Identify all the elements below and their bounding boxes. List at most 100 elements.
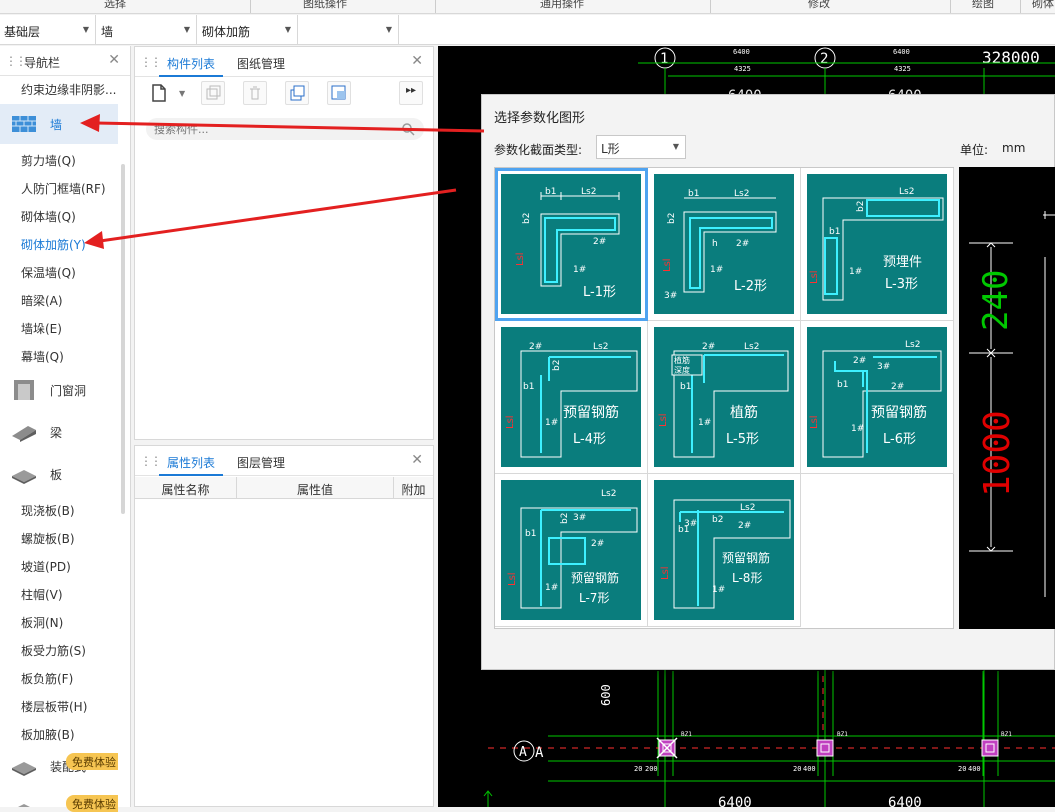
layer-copy-button[interactable]	[285, 81, 309, 105]
shape-L3[interactable]: Ls2 b1 b2 Lsl 1# 预埋件 L-3形	[801, 168, 954, 321]
door-window-icon	[14, 380, 34, 400]
menu-bar: 选择 图纸操作 通用操作 修改 绘图 砌体	[0, 0, 1055, 14]
dim-label: b1	[525, 529, 536, 539]
drag-handle-icon[interactable]: ⋮⋮	[140, 55, 162, 69]
nav-item-slab-hole[interactable]: 板洞(N)	[21, 616, 64, 630]
more-tools-button[interactable]: ▸▸	[399, 81, 423, 105]
tab-property-list[interactable]: 属性列表	[159, 446, 224, 476]
shape-L1-diagram: b1 Ls2 b2 Lsl 2# 1# L-1形	[501, 174, 641, 314]
nav-item-masonry-rebar[interactable]: 砌体加筋(Y)	[21, 238, 86, 252]
nav-item-slab-haunch[interactable]: 板加腋(B)	[21, 728, 75, 742]
rebar-label: 3#	[664, 291, 677, 301]
new-component-button[interactable]	[147, 81, 171, 105]
col-property-name[interactable]: 属性名称	[135, 477, 237, 499]
assembly-icon	[18, 804, 30, 807]
nav-item-column-cap[interactable]: 柱帽(V)	[21, 588, 63, 602]
nav-item-floor-band[interactable]: 楼层板带(H)	[21, 700, 88, 714]
menu-select[interactable]: 选择	[104, 0, 126, 10]
nav-item-masonry-wall[interactable]: 砌体墙(Q)	[21, 210, 76, 224]
chevron-down-icon[interactable]: ▼	[179, 89, 186, 98]
drag-handle-icon[interactable]: ⋮⋮	[140, 454, 162, 468]
nav-category-beam[interactable]: 梁	[0, 412, 118, 452]
col-property-value[interactable]: 属性值	[237, 477, 394, 499]
nav-category-door[interactable]: 门窗洞	[0, 370, 118, 410]
column-tag: BZ1	[837, 731, 848, 738]
nav-item-ramp[interactable]: 坡道(PD)	[21, 560, 71, 574]
nav-category-slab[interactable]: 板	[0, 454, 118, 494]
rebar-label: 1#	[573, 265, 586, 275]
section-type-select[interactable]: L形▼	[596, 135, 686, 159]
nav-item-insulation-wall[interactable]: 保温墙(Q)	[21, 266, 76, 280]
shape-L2[interactable]: b1 Ls2 h b2 Lsl 2# 1# 3# L-2形	[648, 168, 801, 321]
nav-item-curtain-wall[interactable]: 幕墙(Q)	[21, 350, 64, 364]
shape-L8[interactable]: Ls2 b2 2# b1 3# Lsl 1# 预留钢筋 L-8形	[648, 474, 801, 627]
nav-item-shear-wall[interactable]: 剪力墙(Q)	[21, 154, 76, 168]
dim-label: Lsl	[662, 258, 673, 272]
nav-item-cast-slab[interactable]: 现浇板(B)	[21, 504, 75, 518]
shape-name: L-4形	[573, 432, 606, 447]
slab-icon	[12, 470, 36, 484]
nav-item-constraint[interactable]: 约束边缘非阴影...	[21, 83, 117, 97]
rebar-label: 1#	[545, 418, 558, 428]
dim-label: b1	[545, 187, 556, 197]
nav-item-wall-pier[interactable]: 墙垛(E)	[21, 322, 62, 336]
nav-category-label: 墙	[50, 118, 63, 132]
nav-item-slab-neg-rebar[interactable]: 板负筋(F)	[21, 672, 74, 686]
nav-item-hidden-beam[interactable]: 暗梁(A)	[21, 294, 63, 308]
free-trial-badge[interactable]: 免费体验	[66, 753, 118, 770]
floor-select[interactable]: 基础层▼	[0, 15, 96, 45]
nav-category-more[interactable]	[0, 788, 118, 807]
rebar-label: 2#	[738, 521, 751, 531]
menu-drawing-ops[interactable]: 图纸操作	[303, 0, 347, 10]
tab-component-list[interactable]: 构件列表	[159, 47, 224, 77]
chevron-down-icon: ▼	[284, 25, 291, 34]
nav-scrollbar[interactable]	[121, 164, 125, 514]
menu-masonry[interactable]: 砌体	[1032, 0, 1054, 10]
copy-button[interactable]	[201, 81, 225, 105]
dim-label: Ls2	[905, 340, 920, 350]
dim-label: Lsl	[658, 413, 669, 427]
floor-copy-button[interactable]	[327, 81, 351, 105]
element-select[interactable]: 砌体加筋▼	[198, 15, 298, 45]
label-planting: 植筋	[674, 355, 690, 365]
menu-draw[interactable]: 绘图	[972, 0, 994, 10]
search-input[interactable]	[154, 121, 394, 137]
menu-modify[interactable]: 修改	[808, 0, 830, 10]
close-icon[interactable]: ✕	[411, 452, 423, 468]
menu-common-ops[interactable]: 通用操作	[540, 0, 584, 10]
delete-button[interactable]	[243, 81, 267, 105]
shape-L4[interactable]: 2# Ls2 b2 b1 Lsl 1# 预留钢筋 L-4形	[495, 321, 648, 474]
nav-category-wall[interactable]: 墙	[0, 104, 118, 144]
shape-L5[interactable]: 2# Ls2 植筋 深度 b1 Lsl 1# 植筋 L-5形	[648, 321, 801, 474]
axis-bubble-1: 1	[654, 47, 676, 69]
shape-L8-diagram: Ls2 b2 2# b1 3# Lsl 1# 预留钢筋 L-8形	[654, 480, 794, 620]
tab-drawing-management[interactable]: 图纸管理	[237, 57, 286, 71]
chevron-down-icon: ▼	[672, 142, 679, 151]
drag-handle-icon[interactable]: ⋮⋮	[5, 54, 27, 68]
rebar-label: 2#	[529, 342, 542, 352]
dim-label: b2	[667, 213, 677, 224]
span-dim: 4325	[894, 65, 911, 73]
shape-L6[interactable]: Ls2 2# 3# 2# b1 Lsl 1# 预留钢筋 L-6形	[801, 321, 954, 474]
dim-label: Ls2	[593, 342, 608, 352]
shape-L1[interactable]: b1 Ls2 b2 Lsl 2# 1# L-1形	[495, 168, 648, 321]
shape-name: L-5形	[726, 432, 759, 447]
span-dim: 6400	[718, 795, 752, 807]
floor-select-value: 基础层	[4, 25, 41, 39]
search-icon[interactable]	[401, 122, 415, 136]
category-select[interactable]: 墙▼	[97, 15, 197, 45]
dim-label: Ls2	[734, 189, 749, 199]
col-extra[interactable]: 附加	[394, 477, 433, 499]
dim-label: Lsl	[809, 270, 820, 284]
dim-label: Ls2	[899, 187, 914, 197]
tab-layer-management[interactable]: 图层管理	[237, 456, 286, 470]
nav-item-spiral-slab[interactable]: 螺旋板(B)	[21, 532, 75, 546]
nav-item-slab-rebar[interactable]: 板受力筋(S)	[21, 644, 86, 658]
shape-L7[interactable]: Ls2 3# b2 2# b1 Lsl 1# 预留钢筋 L-7形	[495, 474, 648, 627]
close-icon[interactable]: ✕	[108, 52, 120, 68]
sub-select[interactable]: ▼	[299, 15, 399, 45]
nav-item-civil-door-wall[interactable]: 人防门框墙(RF)	[21, 182, 106, 196]
nav-header: ⋮⋮ 导航栏 ✕	[0, 46, 130, 76]
close-icon[interactable]: ✕	[411, 53, 423, 69]
free-trial-badge[interactable]: 免费体验	[66, 795, 118, 812]
